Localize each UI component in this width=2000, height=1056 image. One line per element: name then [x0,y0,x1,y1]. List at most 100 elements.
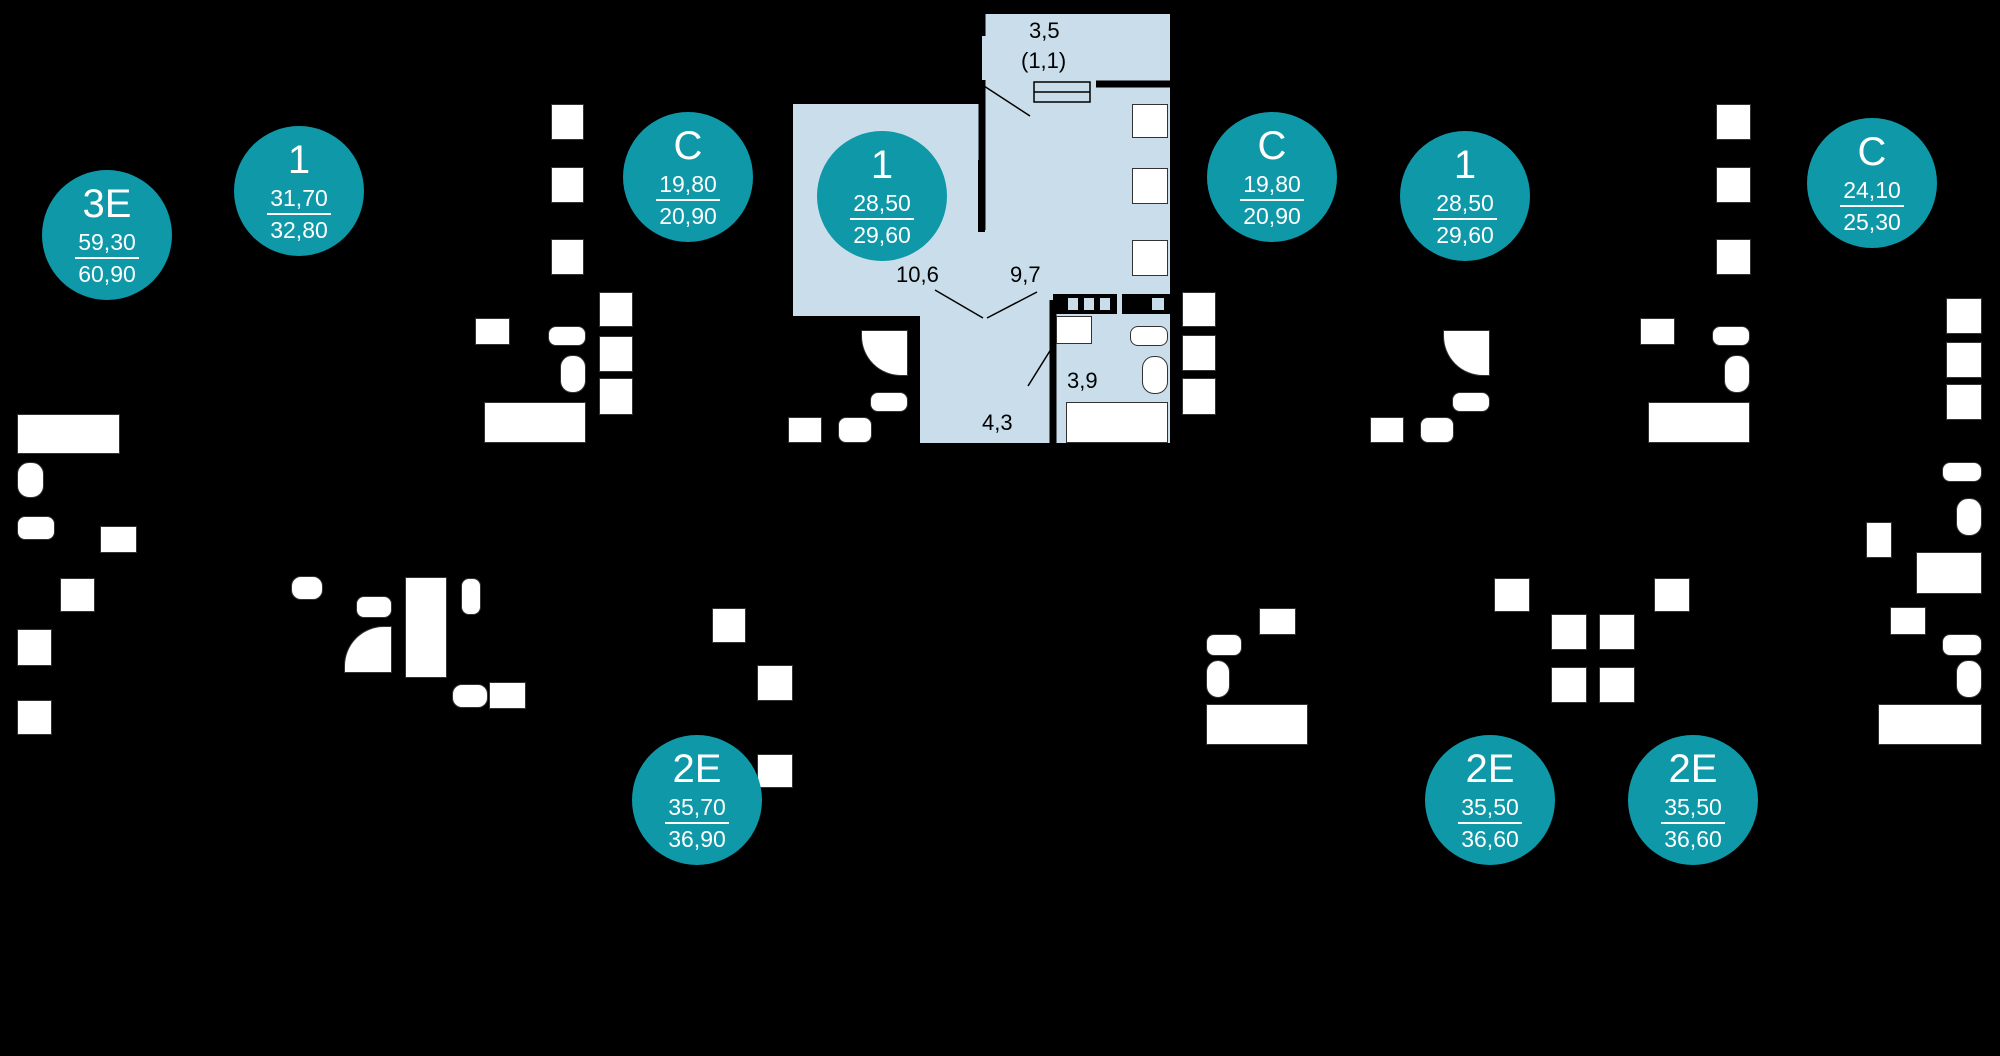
toilet-icon [548,326,586,346]
washer-icon [489,682,526,709]
sink-icon [1956,498,1982,536]
sink-icon [1946,384,1982,420]
washer-icon [1370,417,1404,443]
unit-living-area: 24,10 [1843,177,1901,203]
unit-total-area: 20,90 [659,203,717,229]
unit-living-area: 28,50 [1436,190,1494,216]
room-hall-area-label: 4,3 [982,410,1013,435]
stove-icon [599,336,633,372]
vent-icon [1132,104,1168,138]
washer-icon [1866,522,1892,558]
toilet-icon [17,516,55,540]
unit-type: C [1257,124,1287,168]
sink-icon [1132,240,1168,276]
unit-total-area: 36,90 [668,826,726,852]
unit-type: 1 [1453,143,1477,187]
room-kitchen-area-label: 9,7 [1010,262,1041,287]
unit-living-area: 35,50 [1461,794,1519,820]
unit-total-area: 32,80 [270,217,328,243]
washer-icon [1259,608,1296,635]
unit-living-area: 35,70 [668,794,726,820]
badge-divider [656,199,720,201]
sink-icon [551,239,584,275]
washer-icon [788,417,822,443]
toilet-icon [1942,634,1982,656]
stove-icon [1946,342,1982,378]
stove-icon [551,167,584,203]
toilet-icon [461,578,481,615]
bathtub-icon [1206,704,1308,745]
unit-total-area: 29,60 [853,222,911,248]
sink-icon [1182,378,1216,415]
unit-badge-1-selected[interactable]: 1 28,50 29,60 [817,131,947,261]
toilet-icon [356,596,392,618]
toilet-icon [838,417,872,443]
unit-type: C [673,124,703,168]
unit-living-area: 19,80 [659,171,717,197]
vent-icon [757,754,793,788]
vent-icon [1182,292,1216,327]
sink-icon [1494,578,1530,612]
balcony-area-label: 3,5 [1029,18,1060,43]
unit-living-area: 28,50 [853,190,911,216]
stove-icon [1132,168,1168,204]
sink-icon [1724,355,1750,393]
toilet-icon [1452,392,1490,412]
unit-living-area: 31,70 [270,185,328,211]
sink-icon [712,608,746,643]
unit-total-area: 20,90 [1243,203,1301,229]
unit-badge-2e[interactable]: 2E 35,50 36,60 [1628,735,1758,865]
badge-divider [665,822,729,824]
unit-badge-c[interactable]: C 19,80 20,90 [623,112,753,242]
stove-icon [1182,335,1216,371]
shower-icon [1916,552,1982,594]
unit-total-area: 60,90 [78,261,136,287]
sink-icon [560,355,586,393]
sink-icon [291,576,323,600]
badge-divider [75,257,139,259]
vent-icon [17,700,52,735]
washer-icon [1640,318,1675,345]
toilet-icon [1942,462,1982,482]
vent-icon [1946,298,1982,334]
sink-icon [1206,660,1230,698]
badge-divider [1840,205,1904,207]
unit-total-area: 36,60 [1461,826,1519,852]
toilet-icon [1420,417,1454,443]
badge-divider [1458,822,1522,824]
room-bath-area-label: 3,9 [1067,368,1098,393]
bathtub-icon [484,402,586,443]
unit-total-area: 29,60 [1436,222,1494,248]
unit-badge-3e[interactable]: 3E 59,30 60,90 [42,170,172,300]
vent-icon [1551,667,1587,703]
unit-badge-c[interactable]: C 24,10 25,30 [1807,118,1937,248]
badge-divider [1433,218,1497,220]
balcony-sub-label: (1,1) [1021,48,1067,73]
unit-total-area: 36,60 [1664,826,1722,852]
sink-icon [60,578,95,612]
unit-total-area: 25,30 [1843,209,1901,235]
unit-living-area: 35,50 [1664,794,1722,820]
vent-icon [1716,104,1751,140]
vent-icon [1599,667,1635,703]
washer-icon [1890,607,1926,635]
unit-badge-2e[interactable]: 2E 35,50 36,60 [1425,735,1555,865]
unit-badge-2e[interactable]: 2E 35,70 36,90 [632,735,762,865]
bathtub-icon [1878,704,1982,745]
unit-badge-1[interactable]: 1 31,70 32,80 [234,126,364,256]
unit-type: 2E [1668,747,1718,791]
unit-badge-c[interactable]: C 19,80 20,90 [1207,112,1337,242]
sink-icon [1956,660,1982,698]
sink-icon [1142,356,1168,394]
unit-living-area: 59,30 [78,229,136,255]
toilet-icon [1712,326,1750,346]
stove-icon [1716,167,1751,203]
sink-icon [1654,578,1690,612]
unit-badge-1[interactable]: 1 28,50 29,60 [1400,131,1530,261]
badge-divider [1661,822,1725,824]
unit-type: 2E [672,747,722,791]
badge-divider [850,218,914,220]
vent-icon [599,292,633,327]
stove-icon [757,665,793,701]
toilet-icon [870,392,908,412]
